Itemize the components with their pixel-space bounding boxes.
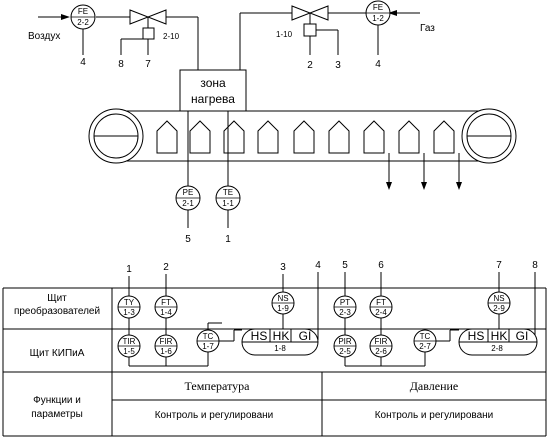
- svg-text:TC: TC: [420, 332, 431, 341]
- row3-label: Функции и: [33, 395, 81, 406]
- air-control-valve: 2-10 8 7: [118, 9, 180, 70]
- svg-text:2-1: 2-1: [182, 199, 194, 208]
- row1-devices: TY 1-3 FT 1-4 NS 1-9 PT 2-3 FT 2-4 NS 2-…: [117, 291, 511, 319]
- svg-text:TY: TY: [124, 298, 135, 307]
- svg-text:8: 8: [532, 260, 538, 271]
- panel-table: Щит преобразователей Щит КИПиА Функции и…: [2, 287, 547, 437]
- svg-text:1-5: 1-5: [123, 347, 135, 356]
- gas-actuator: [303, 23, 317, 37]
- svg-text:HS: HS: [468, 329, 485, 343]
- svg-text:1-6: 1-6: [160, 347, 172, 356]
- svg-text:1: 1: [225, 234, 231, 245]
- row2-label: Щит КИПиА: [30, 348, 85, 359]
- svg-text:1-3: 1-3: [123, 308, 135, 317]
- svg-text:5: 5: [342, 260, 348, 271]
- output-arrows: [386, 153, 462, 190]
- svg-text:1-7: 1-7: [202, 342, 214, 351]
- svg-text:7: 7: [496, 260, 502, 271]
- svg-text:FE: FE: [373, 3, 383, 12]
- svg-text:PIR: PIR: [338, 337, 352, 346]
- svg-text:FT: FT: [376, 298, 386, 307]
- pressure-element: PE 2-1 5: [175, 111, 201, 245]
- svg-text:1-10: 1-10: [276, 30, 293, 39]
- svg-text:FIR: FIR: [160, 337, 173, 346]
- svg-text:4: 4: [375, 59, 381, 70]
- svg-text:TC: TC: [203, 332, 214, 341]
- svg-text:NS: NS: [277, 294, 288, 303]
- flow-element-gas: FE 1-2 4: [365, 0, 391, 70]
- gas-arrowhead: [388, 10, 397, 16]
- svg-text:2-9: 2-9: [493, 304, 505, 313]
- gas-supply-line: Газ: [239, 10, 435, 70]
- svg-text:4: 4: [315, 260, 321, 271]
- svg-text:2-5: 2-5: [339, 347, 351, 356]
- svg-text:GI: GI: [516, 329, 529, 343]
- svg-text:2-7: 2-7: [419, 342, 431, 351]
- svg-text:2: 2: [307, 60, 313, 71]
- switch-group-1: HS HK GI 1-8: [241, 328, 319, 356]
- svg-text:PE: PE: [183, 188, 194, 197]
- svg-text:1-9: 1-9: [277, 304, 289, 313]
- svg-text:TE: TE: [223, 188, 233, 197]
- svg-text:2-6: 2-6: [375, 347, 387, 356]
- svg-text:FT: FT: [161, 298, 171, 307]
- row-connectors: [128, 314, 500, 335]
- svg-text:3: 3: [280, 262, 286, 273]
- heating-zone: зона нагрева: [179, 69, 247, 112]
- gas-label: Газ: [420, 23, 435, 34]
- svg-text:6: 6: [378, 260, 384, 271]
- svg-text:8: 8: [118, 59, 124, 70]
- air-actuator: [142, 27, 155, 40]
- svg-text:PT: PT: [340, 298, 350, 307]
- svg-text:GI: GI: [299, 329, 312, 343]
- temp-function-title: Температура: [185, 379, 251, 393]
- conveyor-furnace: [88, 108, 517, 190]
- temp-function-sub: Контроль и регулировани: [155, 410, 274, 421]
- press-function-sub: Контроль и регулировани: [375, 410, 494, 421]
- svg-text:2-2: 2-2: [77, 18, 89, 27]
- svg-text:HS: HS: [251, 329, 268, 343]
- svg-text:5: 5: [185, 234, 191, 245]
- svg-text:HK: HK: [273, 329, 290, 343]
- svg-text:1-8: 1-8: [274, 344, 286, 353]
- switch-group-2: HS HK GI 2-8: [458, 328, 538, 356]
- svg-text:FE: FE: [78, 7, 88, 16]
- svg-text:2-10: 2-10: [163, 32, 180, 41]
- svg-text:TIR: TIR: [123, 337, 136, 346]
- svg-text:зона: зона: [200, 76, 226, 90]
- svg-text:2-4: 2-4: [375, 308, 387, 317]
- svg-text:1: 1: [126, 264, 132, 275]
- svg-text:параметры: параметры: [31, 409, 83, 420]
- svg-text:4: 4: [80, 57, 86, 68]
- svg-text:2-8: 2-8: [491, 344, 503, 353]
- air-supply-line: Воздух: [28, 14, 199, 70]
- flow-element-air: FE 2-2 4: [70, 4, 96, 68]
- svg-text:3: 3: [335, 60, 341, 71]
- svg-text:нагрева: нагрева: [191, 92, 235, 106]
- panel-wiring: [128, 322, 459, 367]
- column-numbers: 1 2 3 4 5 6 7 8: [126, 260, 538, 340]
- air-arrowhead: [61, 14, 70, 20]
- row1-label: Щит: [47, 293, 67, 304]
- svg-text:NS: NS: [493, 294, 504, 303]
- svg-text:2-3: 2-3: [339, 308, 351, 317]
- svg-text:преобразователей: преобразователей: [14, 305, 100, 317]
- svg-text:7: 7: [145, 59, 151, 70]
- svg-text:1-1: 1-1: [222, 199, 234, 208]
- gas-control-valve: 1-10 2 3: [276, 5, 341, 71]
- svg-text:FIR: FIR: [375, 337, 388, 346]
- svg-text:1-2: 1-2: [372, 14, 384, 23]
- svg-text:HK: HK: [491, 329, 508, 343]
- temperature-element: TE 1-1 1: [215, 111, 241, 245]
- svg-text:2: 2: [163, 262, 169, 273]
- press-function-title: Давление: [410, 379, 459, 393]
- air-label: Воздух: [28, 31, 60, 42]
- svg-text:1-4: 1-4: [160, 308, 172, 317]
- burners: [156, 120, 455, 154]
